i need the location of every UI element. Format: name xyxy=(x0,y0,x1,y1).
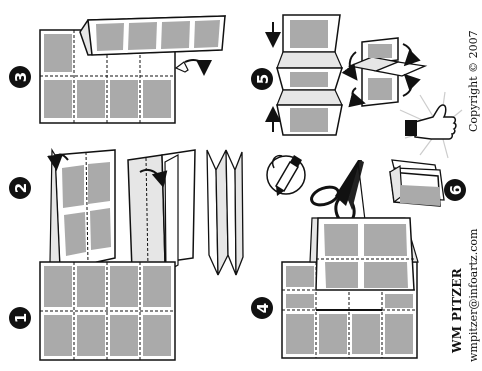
copyright-notice: Copyright © 2007 xyxy=(467,30,480,132)
author-email: wmpitzer@infoartz.com xyxy=(467,228,480,362)
step-1-illustration xyxy=(39,261,176,361)
step-number-6: 6 xyxy=(447,185,465,195)
step-number-5: 5 xyxy=(254,74,272,84)
step-number-1: 1 xyxy=(12,313,30,323)
step-6-illustration xyxy=(389,159,445,207)
step-badge-1: 1 xyxy=(9,307,31,329)
step-2-illustration xyxy=(47,147,244,276)
author-name: WM PITZER xyxy=(450,267,464,353)
step-badge-6: 6 xyxy=(444,179,466,201)
step-4-illustration xyxy=(281,217,419,359)
step-badge-5: 5 xyxy=(251,68,273,90)
pencil-marking-icon xyxy=(266,154,306,196)
step-5-illustration xyxy=(265,14,428,136)
step-3-illustration xyxy=(39,15,226,124)
thumbs-up-hand-icon xyxy=(399,91,463,159)
step-badge-2: 2 xyxy=(9,177,31,199)
step-badge-4: 4 xyxy=(251,297,273,319)
step-number-2: 2 xyxy=(12,183,30,193)
step-number-3: 3 xyxy=(12,72,30,82)
step-badge-3: 3 xyxy=(9,66,31,88)
step-number-4: 4 xyxy=(254,303,272,313)
